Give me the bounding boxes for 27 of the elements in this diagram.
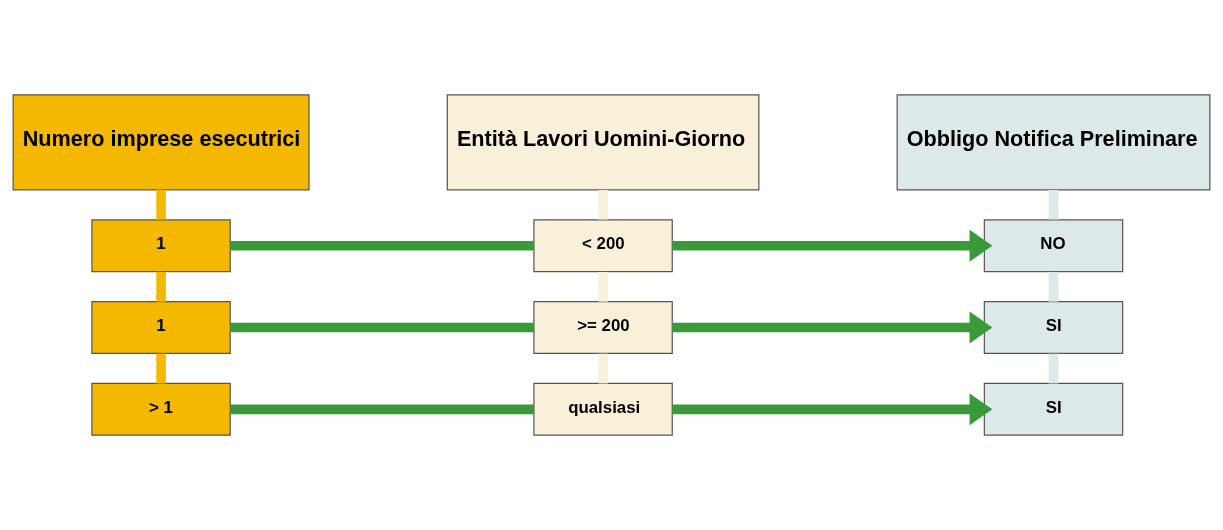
node-box: qualsiasi (533, 382, 673, 436)
node-box: 1 (91, 219, 231, 273)
arrow (672, 393, 993, 426)
node-box: Entità Lavori Uomini-Giorno (446, 94, 760, 191)
connector (156, 353, 166, 384)
connector (598, 189, 608, 220)
node-box: NO (983, 219, 1124, 273)
connector (156, 271, 166, 302)
arrow (672, 229, 993, 262)
connector (230, 404, 534, 415)
connector (230, 322, 534, 333)
node-box: < 200 (533, 219, 673, 273)
connector (1048, 353, 1059, 384)
connector (1048, 271, 1059, 302)
arrow (672, 311, 993, 344)
node-box: 1 (91, 301, 231, 354)
node-box: Obbligo Notifica Preliminare (896, 94, 1211, 191)
connector (1048, 189, 1059, 220)
node-box: SI (983, 382, 1124, 436)
connector (598, 353, 608, 384)
node-box: >= 200 (533, 301, 673, 354)
connector (230, 240, 534, 251)
node-box: > 1 (91, 382, 231, 436)
node-box: SI (983, 301, 1124, 354)
node-box: Numero imprese esecutrici (12, 94, 310, 191)
connector (598, 271, 608, 302)
connector (156, 189, 166, 220)
